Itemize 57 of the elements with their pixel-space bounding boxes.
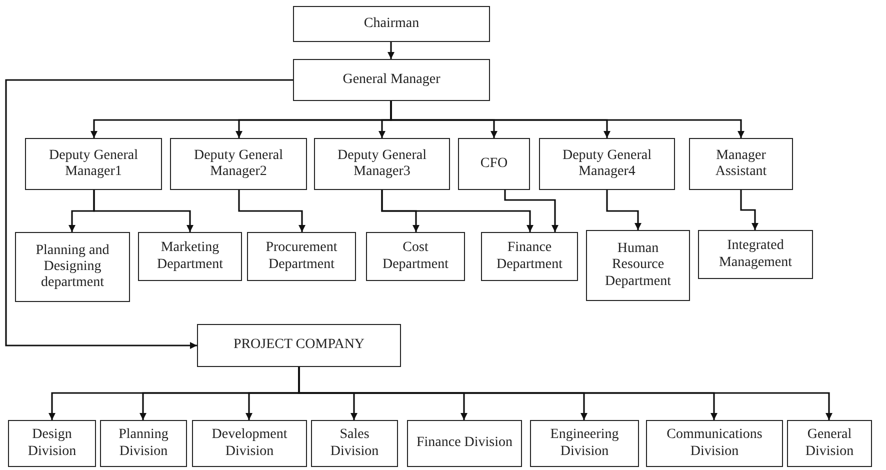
box-label: Planning Division	[118, 427, 170, 460]
box-label: Cost Department	[381, 240, 450, 273]
box-label: General Division	[804, 427, 855, 460]
box-label: Chairman	[364, 16, 420, 32]
connector-arrow	[381, 190, 534, 232]
connector-arrow	[238, 190, 306, 232]
org-box	[311, 420, 398, 467]
box-label: Finance Division	[416, 435, 513, 452]
box-label: PROJECT COMPANY	[233, 337, 365, 354]
box-label: Deputy General Manager3	[336, 148, 428, 180]
org-box	[100, 420, 187, 467]
connector-arrow	[388, 42, 394, 59]
connector-arrow	[93, 190, 194, 232]
box-label: Integrated Management	[718, 238, 794, 271]
box-label: CFO	[480, 156, 508, 172]
box-label: Procurement Department	[264, 240, 338, 273]
box-label: Sales Division	[329, 427, 380, 460]
org-box	[698, 230, 813, 279]
box-label: Human Resource Department	[604, 241, 672, 290]
box-label: Marketing Department	[156, 240, 224, 273]
connector-arrow	[5, 79, 293, 349]
connector-arrow	[390, 101, 744, 138]
org-box	[247, 232, 356, 281]
box-label: Finance Department	[495, 240, 564, 273]
org-box	[192, 420, 307, 467]
connector-arrow	[740, 190, 758, 230]
box-label: Planning and Designing department	[34, 242, 110, 292]
box-label: Deputy General Manager4	[561, 148, 653, 180]
org-box	[197, 324, 401, 367]
org-box	[170, 138, 307, 190]
box-label: Deputy General Manager2	[192, 148, 284, 180]
box-label: Development Division	[210, 427, 288, 460]
box-label: Engineering Division	[549, 427, 620, 460]
connector-arrow	[606, 190, 642, 230]
org-box	[138, 232, 242, 281]
box-label: Manager Assistant	[714, 148, 768, 180]
org-box	[481, 232, 578, 281]
box-label: Design Division	[26, 427, 78, 460]
org-box	[646, 420, 783, 467]
org-box	[314, 138, 450, 190]
org-box	[586, 230, 690, 301]
org-box	[407, 420, 522, 467]
org-box	[293, 6, 490, 42]
org-box	[366, 232, 465, 281]
box-label: Communications Division	[666, 427, 764, 460]
org-box	[25, 138, 162, 190]
org-box	[8, 420, 96, 467]
box-label: General Manager	[342, 72, 440, 88]
connector-arrow	[504, 190, 558, 232]
org-box	[689, 138, 793, 190]
org-box	[293, 59, 490, 101]
org-box	[530, 420, 639, 467]
org-box	[15, 232, 130, 302]
box-label: Deputy General Manager1	[48, 148, 140, 180]
org-box	[458, 138, 530, 190]
org-box	[787, 420, 872, 467]
org-box	[539, 138, 675, 190]
